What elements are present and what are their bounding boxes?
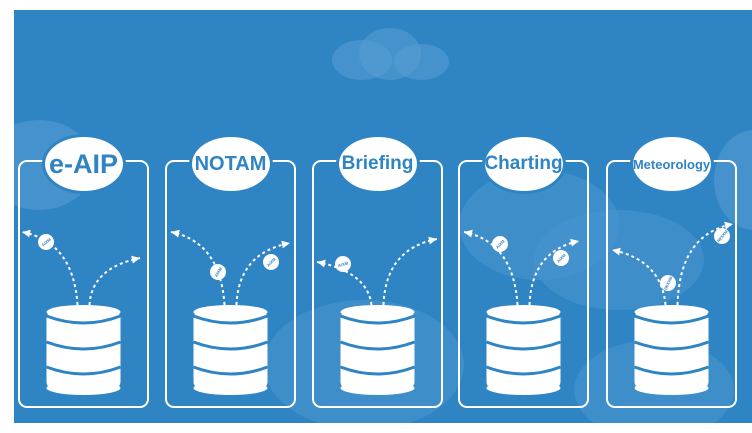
database-stripe <box>45 340 122 351</box>
database-stripe <box>45 314 122 325</box>
data-flow-arrow <box>676 223 734 306</box>
module-title: Charting <box>481 134 566 194</box>
arrowhead-icon <box>281 240 290 249</box>
arrowhead-icon <box>612 247 621 256</box>
format-tag-label: AIXM <box>213 266 223 278</box>
format-tag-circle <box>38 234 54 250</box>
format-tag-label: AIXM <box>337 260 349 268</box>
database-stripe <box>633 365 710 376</box>
arrowhead-icon <box>570 238 579 247</box>
format-tag-label: IWXXM <box>663 275 674 290</box>
database-bottom <box>193 381 268 395</box>
format-tag: AIXM <box>335 256 351 272</box>
database-icon <box>633 305 710 395</box>
arrowhead-icon <box>464 229 473 238</box>
database-icon <box>192 305 269 395</box>
arrowhead-icon <box>22 229 31 238</box>
data-flow-arrow <box>88 257 141 306</box>
database-stripe <box>192 314 269 325</box>
format-tag-circle <box>263 254 279 270</box>
database-top <box>340 305 415 319</box>
data-flow-arrow <box>316 261 373 306</box>
module-title: Meteorology <box>629 134 714 194</box>
format-tag-circle <box>660 275 676 291</box>
format-tag: AIXM <box>38 234 54 250</box>
arrowhead-icon <box>428 236 437 245</box>
database-bottom <box>46 381 121 395</box>
database-stripe <box>633 314 710 325</box>
format-tag: IWXXM <box>714 228 730 244</box>
database-icon <box>339 305 416 395</box>
module-title: e-AIP <box>41 134 126 194</box>
database-stripe <box>485 365 562 376</box>
arrowhead-icon <box>171 229 180 238</box>
arrowhead-icon <box>724 221 733 230</box>
database-top <box>486 305 561 319</box>
format-tag-circle <box>210 264 226 280</box>
data-flow-arrow <box>21 231 79 306</box>
cloud-top <box>394 44 449 80</box>
database-icon <box>45 305 122 395</box>
database-bottom <box>634 381 709 395</box>
data-flow-arrow <box>235 242 291 306</box>
database-stripe <box>339 340 416 351</box>
database-icon <box>485 305 562 395</box>
database-top <box>634 305 709 319</box>
format-tag-circle <box>714 228 730 244</box>
data-flow-arrow <box>611 249 667 306</box>
database-stripe <box>485 340 562 351</box>
format-tag-label: AIXM <box>556 252 567 263</box>
database-stripe <box>192 365 269 376</box>
format-tag-label: AIXM <box>495 238 506 249</box>
data-flow-arrow <box>528 240 580 306</box>
database-stripe <box>192 340 269 351</box>
database-bottom <box>340 381 415 395</box>
format-tag: AIXM <box>492 236 508 252</box>
format-tag: IWXXM <box>660 275 676 291</box>
format-tag-label: AIXM <box>41 237 53 248</box>
format-tag-circle <box>492 236 508 252</box>
format-tag-label: AIXM <box>266 256 277 267</box>
data-flow-arrow <box>170 231 226 306</box>
format-tag: AIXM <box>210 264 226 280</box>
format-tag-circle <box>553 250 569 266</box>
arrowhead-icon <box>131 255 140 264</box>
module-title: NOTAM <box>188 134 273 194</box>
data-flow-arrow <box>382 238 438 306</box>
database-stripe <box>339 314 416 325</box>
database-stripe <box>45 365 122 376</box>
data-flow-arrow <box>463 231 519 306</box>
format-tag-circle <box>335 256 351 272</box>
database-top <box>193 305 268 319</box>
database-bottom <box>486 381 561 395</box>
database-stripe <box>633 340 710 351</box>
database-top <box>46 305 121 319</box>
arrowhead-icon <box>317 259 326 268</box>
database-stripe <box>485 314 562 325</box>
module-title: Briefing <box>335 134 420 194</box>
format-tag: AIXM <box>553 250 569 266</box>
format-tag: AIXM <box>263 254 279 270</box>
database-stripe <box>339 365 416 376</box>
